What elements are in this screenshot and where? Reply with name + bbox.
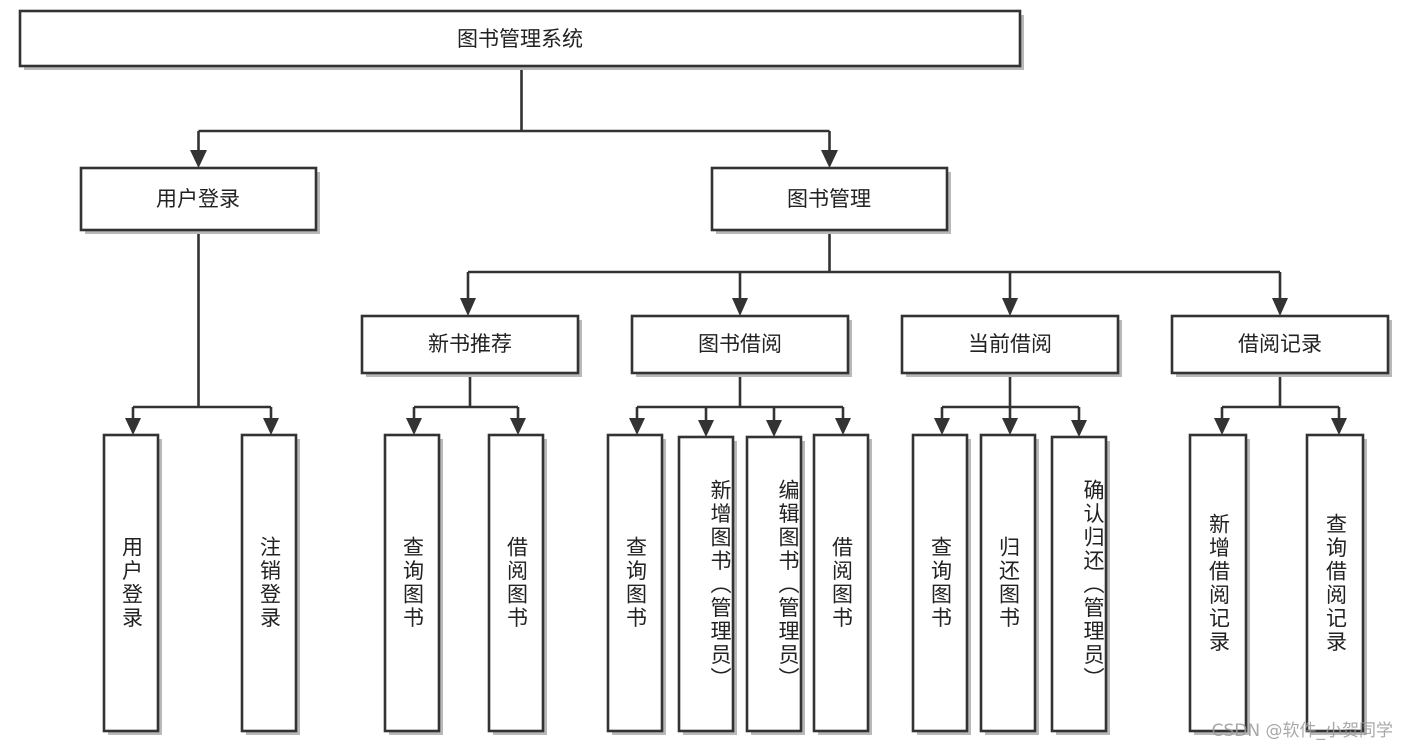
arrow-head-leaf-query-book-3 (934, 418, 950, 435)
connector-group-book-manage (460, 232, 1288, 316)
node-book-borrow-label: 图书借阅 (698, 332, 782, 356)
node-new-book-rec-label: 新书推荐 (428, 332, 512, 356)
node-leaf-add-record[interactable] (1188, 433, 1250, 735)
csdn-watermark: CSDN @软件_小贺同学 (1211, 721, 1393, 741)
connector-group-book-borrow (629, 375, 851, 437)
node-current-borrow[interactable]: 当前借阅 (900, 314, 1122, 377)
node-borrow-record[interactable]: 借阅记录 (1170, 314, 1392, 377)
arrow-head-user-login (190, 150, 207, 168)
node-leaf-user-login[interactable] (102, 433, 162, 735)
node-new-book-rec[interactable]: 新书推荐 (360, 314, 582, 377)
node-leaf-add-book[interactable] (677, 435, 737, 735)
node-book-manage-label: 图书管理 (787, 187, 871, 211)
connector-group-current-borrow (934, 375, 1087, 437)
arrow-head-borrow-record (1272, 298, 1288, 316)
arrow-head-leaf-borrow-book-2 (835, 418, 851, 435)
node-leaf-query-book-1[interactable] (383, 433, 443, 735)
arrow-head-leaf-query-book-1 (406, 418, 422, 435)
arrow-head-book-manage (821, 150, 838, 168)
arrow-head-leaf-return-book (1002, 418, 1018, 435)
arrow-head-book-borrow (732, 298, 748, 316)
node-leaf-edit-book[interactable] (745, 435, 805, 735)
connector-group-new-book-rec (406, 375, 526, 435)
arrow-head-leaf-borrow-book-1 (510, 418, 526, 435)
node-leaf-return-book[interactable] (979, 433, 1039, 735)
arrow-head-leaf-user-login (125, 418, 141, 435)
arrow-head-leaf-confirm-return (1071, 420, 1087, 437)
arrow-head-leaf-add-record (1214, 418, 1230, 435)
node-user-login[interactable]: 用户登录 (79, 166, 320, 234)
node-book-borrow[interactable]: 图书借阅 (630, 314, 852, 377)
node-user-login-label: 用户登录 (156, 187, 240, 211)
arrow-head-leaf-query-record (1331, 418, 1347, 435)
node-leaf-borrow-book-2[interactable] (812, 433, 872, 735)
connector-group-root (190, 67, 838, 168)
connector-group-user-login (125, 232, 279, 435)
node-leaf-logout[interactable] (240, 433, 300, 735)
node-leaf-query-record[interactable] (1305, 433, 1367, 735)
arrow-head-leaf-logout (263, 418, 279, 435)
node-current-borrow-label: 当前借阅 (968, 332, 1052, 356)
arrow-head-leaf-add-book (698, 420, 714, 437)
node-borrow-record-label: 借阅记录 (1238, 332, 1322, 356)
connector-group-borrow-record (1214, 375, 1347, 435)
node-leaf-query-book-2[interactable] (606, 433, 666, 735)
arrow-head-new-book-rec (460, 298, 476, 316)
arrow-head-leaf-edit-book (766, 420, 782, 437)
node-leaf-query-book-3[interactable] (911, 433, 971, 735)
arrow-head-current-borrow (1002, 298, 1018, 316)
node-root-label: 图书管理系统 (457, 27, 583, 51)
node-leaf-borrow-book-1[interactable] (487, 433, 547, 735)
node-root[interactable]: 图书管理系统 (18, 9, 1024, 70)
node-book-manage[interactable]: 图书管理 (710, 166, 951, 234)
node-leaf-confirm-return[interactable] (1050, 435, 1110, 735)
arrow-head-leaf-query-book-2 (629, 418, 645, 435)
